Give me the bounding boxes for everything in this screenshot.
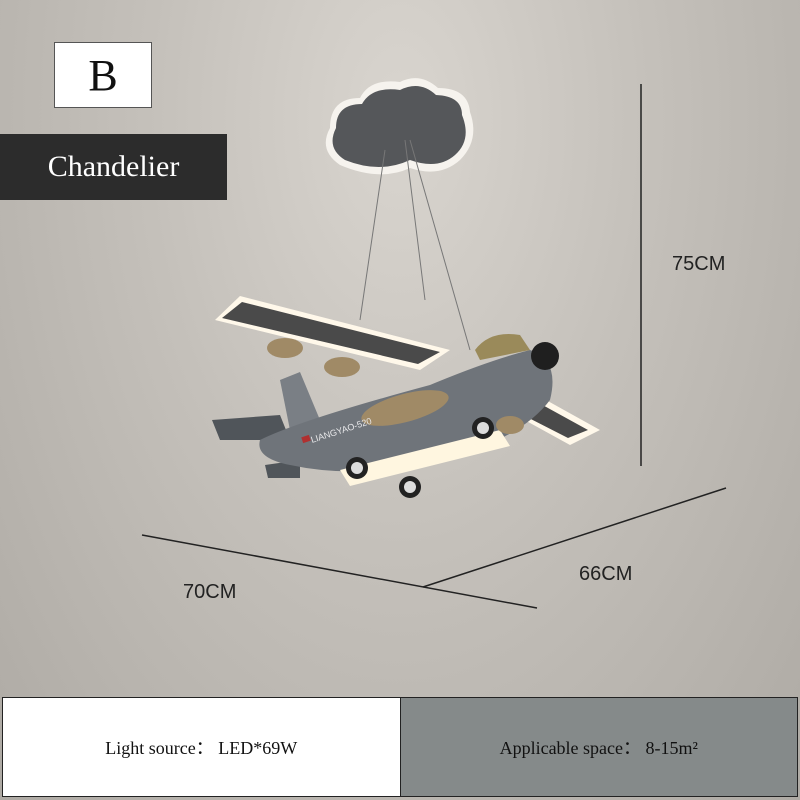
depth-dimension: 66CM (579, 563, 633, 585)
airplane-lamp: LIANGYAO-520 (212, 296, 600, 498)
applicable-space-spec: Applicable space： 8-15m² (400, 698, 797, 796)
product-type-label: Chandelier (0, 134, 227, 200)
cloud-canopy (325, 78, 474, 175)
suspension-wires (359, 139, 471, 351)
variant-badge: B (54, 42, 152, 108)
height-dimension: 75CM (672, 253, 726, 275)
dimension-lines (141, 84, 727, 609)
width-dimension: 70CM (183, 581, 237, 603)
spec-bar: Light source： LED*69W Applicable space： … (2, 697, 798, 797)
light-source-spec: Light source： LED*69W (3, 698, 401, 796)
